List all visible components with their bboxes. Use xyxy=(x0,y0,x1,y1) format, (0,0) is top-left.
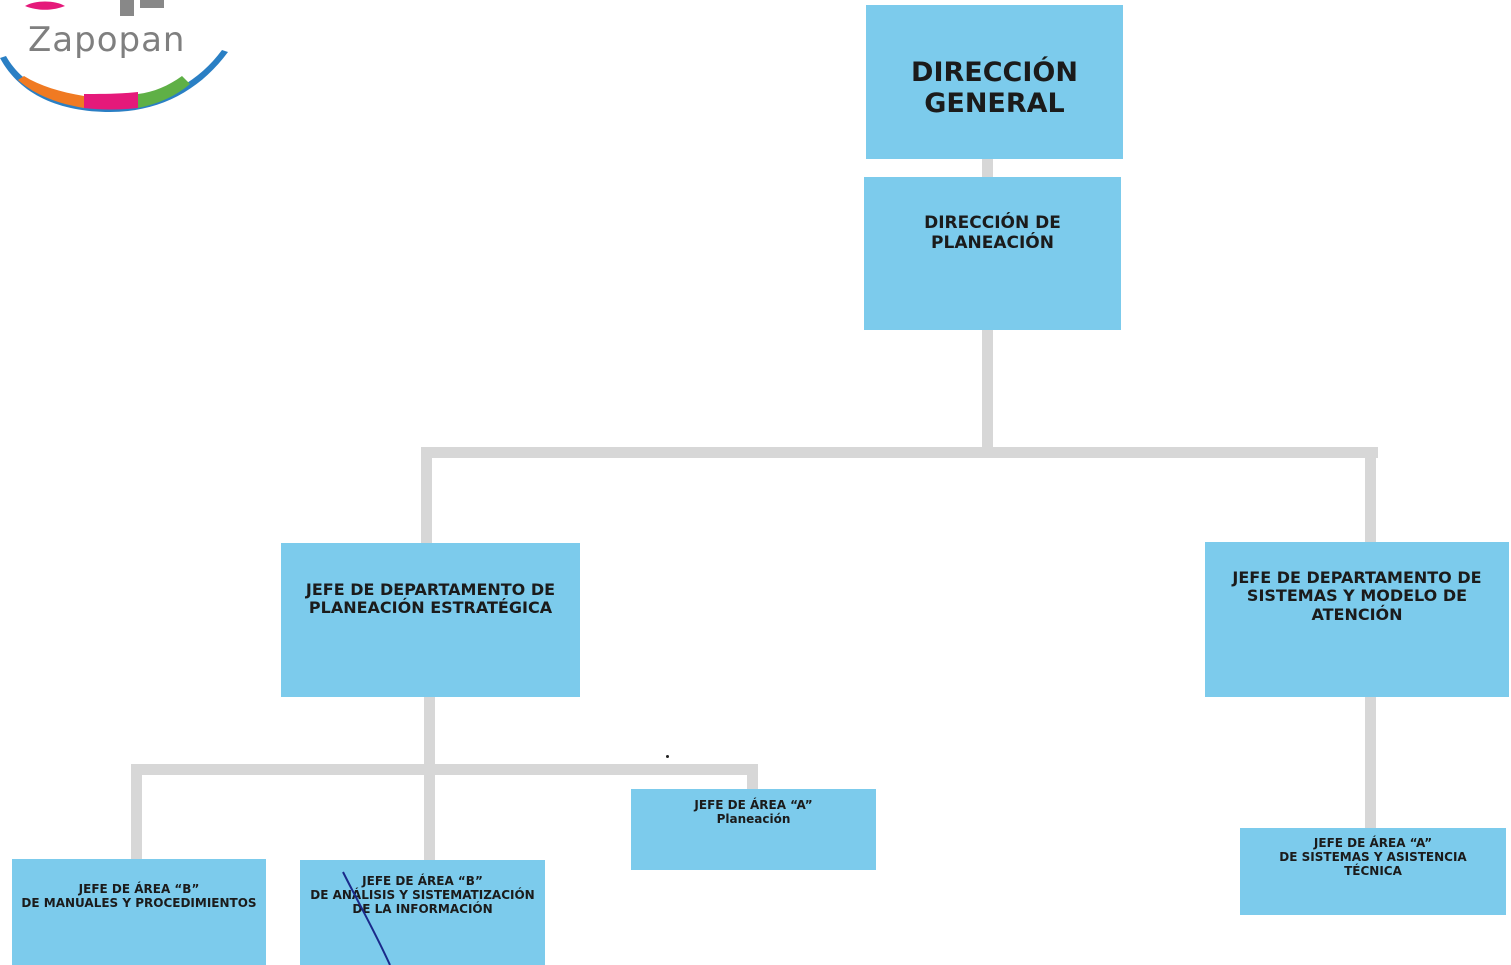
area-a-sistemas-line2: DE SISTEMAS Y ASISTENCIA xyxy=(1279,849,1467,864)
box-area-b-analisis: JEFE DE ÁREA “B” DE ANÁLISIS Y SISTEMATI… xyxy=(300,860,545,965)
zapopan-logo: Zapopan xyxy=(0,0,240,115)
area-a-sistemas-line3: TÉCNICA xyxy=(1344,863,1402,878)
logo-text: Zapopan xyxy=(28,20,186,60)
area-b-manuales-line1: JEFE DE ÁREA “B” xyxy=(78,882,200,896)
logo-arc-pink xyxy=(84,92,138,110)
logo-letter-fragment xyxy=(120,0,134,16)
connector-left-drop xyxy=(421,447,432,543)
area-b-manuales-line2: DE MANUALES Y PROCEDIMIENTOS xyxy=(21,895,257,910)
area-a-sistemas-line1: JEFE DE ÁREA “A” xyxy=(1313,836,1433,850)
area-b-analisis-line1: JEFE DE ÁREA “B” xyxy=(362,874,483,888)
logo-arc-graphic xyxy=(0,0,228,112)
logo-arc-orange xyxy=(18,76,84,108)
area-a-planeacion-line1: JEFE DE ÁREA “A” xyxy=(694,798,813,812)
jefe-sistemas-modelo-line1: JEFE DE DEPARTAMENTO DE xyxy=(1232,568,1482,587)
box-jefe-sistemas-modelo: JEFE DE DEPARTAMENTO DE SISTEMAS Y MODEL… xyxy=(1205,542,1509,697)
connector-sistemas-down xyxy=(1365,696,1376,829)
connector-estrategica-down xyxy=(424,696,435,862)
jefe-sistemas-modelo-line2: SISTEMAS Y MODELO DE xyxy=(1246,586,1468,606)
area-a-planeacion-line2: Planeación xyxy=(716,811,791,826)
box-area-b-manuales: JEFE DE ÁREA “B” DE MANUALES Y PROCEDIMI… xyxy=(12,859,266,965)
direccion-planeacion-line1: DIRECCIÓN DE xyxy=(924,213,1061,233)
connector-area-a-planeacion-drop xyxy=(747,764,758,790)
connector-bottom-horizontal xyxy=(131,764,758,775)
stray-dot xyxy=(666,755,669,758)
jefe-planeacion-estrategica-line2: PLANEACIÓN ESTRATÉGICA xyxy=(308,598,553,618)
direccion-general-line1: DIRECCIÓN xyxy=(911,57,1078,88)
connector-top-horizontal xyxy=(421,447,1378,458)
direccion-general-line2: GENERAL xyxy=(924,88,1065,120)
jefe-planeacion-estrategica-line1: JEFE DE DEPARTAMENTO DE xyxy=(305,580,556,599)
connector-manuales-drop xyxy=(131,764,142,860)
logo-letter-fragment-2 xyxy=(140,0,164,8)
area-b-analisis-line3: DE LA INFORMACIÓN xyxy=(352,901,493,916)
logo-swirl xyxy=(25,1,65,10)
box-area-a-sistemas: JEFE DE ÁREA “A” DE SISTEMAS Y ASISTENCI… xyxy=(1240,828,1506,915)
jefe-sistemas-modelo-line3: ATENCIÓN xyxy=(1311,604,1403,624)
box-area-a-planeacion: JEFE DE ÁREA “A” Planeación xyxy=(631,789,876,870)
connector-planeacion-down xyxy=(982,330,993,455)
box-jefe-planeacion-estrategica: JEFE DE DEPARTAMENTO DE PLANEACIÓN ESTRA… xyxy=(281,543,580,697)
connector-general-to-planeacion xyxy=(982,158,993,178)
box-direccion-general: DIRECCIÓN GENERAL xyxy=(866,5,1123,159)
connector-right-drop xyxy=(1365,447,1376,543)
direccion-planeacion-line2: PLANEACIÓN xyxy=(931,232,1054,253)
box-direccion-planeacion: DIRECCIÓN DE PLANEACIÓN xyxy=(864,177,1121,330)
area-b-analisis-line2: DE ANÁLISIS Y SISTEMATIZACIÓN xyxy=(310,887,535,902)
logo-arc-green xyxy=(138,76,190,108)
